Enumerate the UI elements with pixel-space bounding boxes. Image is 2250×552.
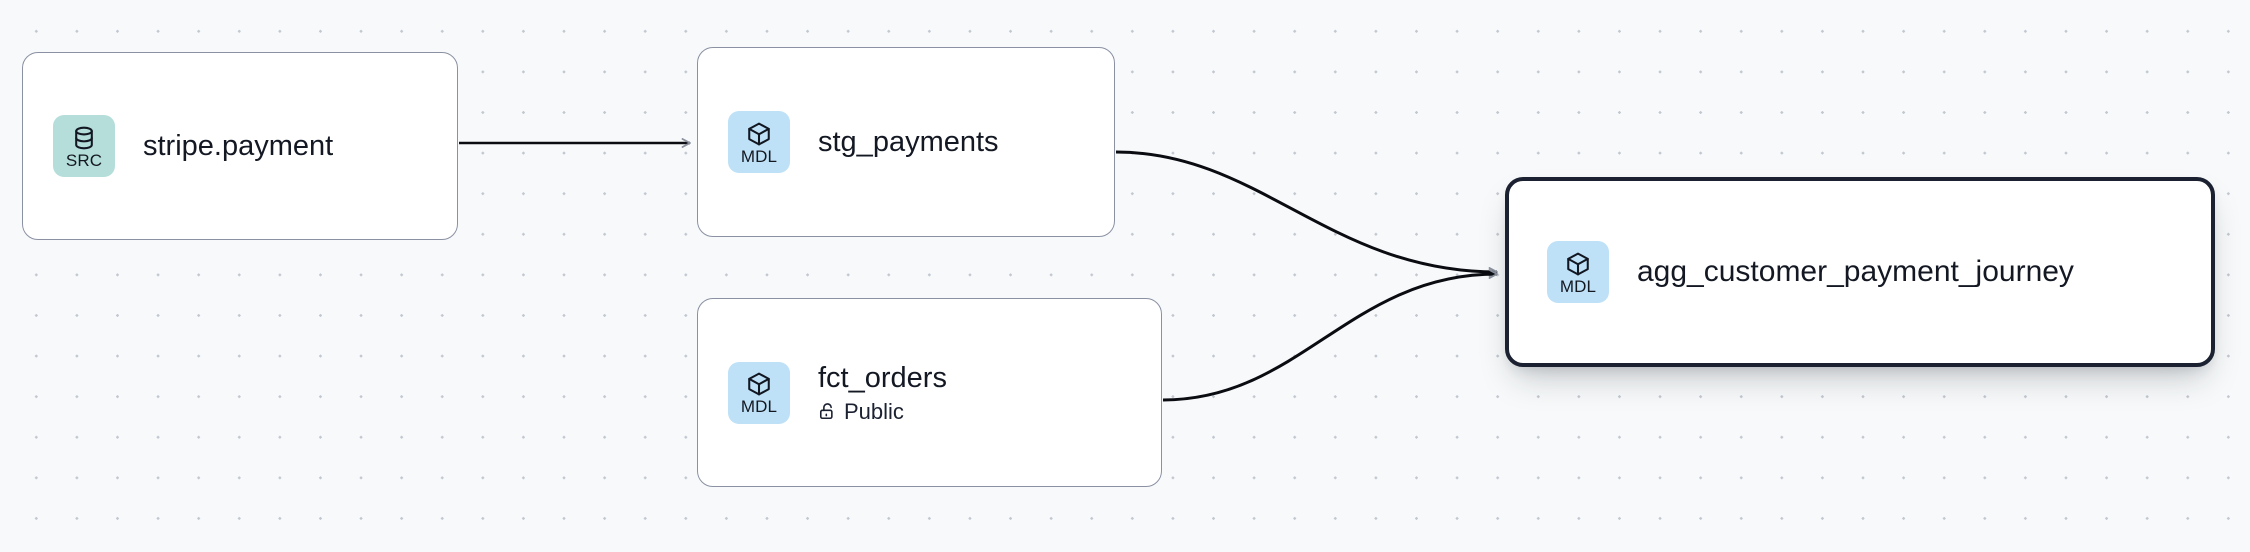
badge-mdl: MDL: [728, 111, 790, 173]
node-title: fct_orders: [818, 361, 947, 394]
node-title: stg_payments: [818, 126, 999, 158]
cube-icon: [748, 372, 770, 396]
node-stg-payments[interactable]: MDL stg_payments: [697, 47, 1115, 237]
edge-fct-orders-to-agg-journey: [1162, 269, 1498, 402]
node-stripe-payment[interactable]: SRC stripe.payment: [22, 52, 458, 240]
cube-icon: [1567, 252, 1589, 275]
database-icon: [75, 126, 93, 149]
badge-src-label: SRC: [65, 150, 103, 170]
badge-mdl: MDL: [1547, 241, 1609, 303]
unlock-icon: [819, 403, 833, 420]
node-labels: stripe.payment: [143, 129, 333, 163]
node-fct-orders[interactable]: MDL fct_orders Public: [697, 298, 1162, 487]
node-visibility-label: Public: [844, 398, 904, 424]
node-title: stripe.payment: [143, 130, 334, 162]
cube-icon: [748, 122, 770, 145]
badge-mdl-label: MDL: [1559, 276, 1597, 296]
badge-src: SRC: [53, 115, 115, 177]
node-labels: fct_orders Public: [818, 361, 947, 425]
node-agg-customer-payment-journey[interactable]: MDL agg_customer_payment_journey: [1505, 177, 2215, 367]
node-visibility: Public: [818, 399, 947, 425]
node-labels: agg_customer_payment_journey: [1637, 255, 2074, 289]
badge-mdl-label: MDL: [740, 397, 778, 416]
node-labels: stg_payments: [818, 125, 999, 159]
badge-mdl: MDL: [728, 361, 790, 424]
edge-stg-payments-to-agg-journey: [1115, 150, 1498, 277]
node-title: agg_customer_payment_journey: [1637, 255, 2074, 288]
badge-mdl-label: MDL: [740, 146, 778, 166]
